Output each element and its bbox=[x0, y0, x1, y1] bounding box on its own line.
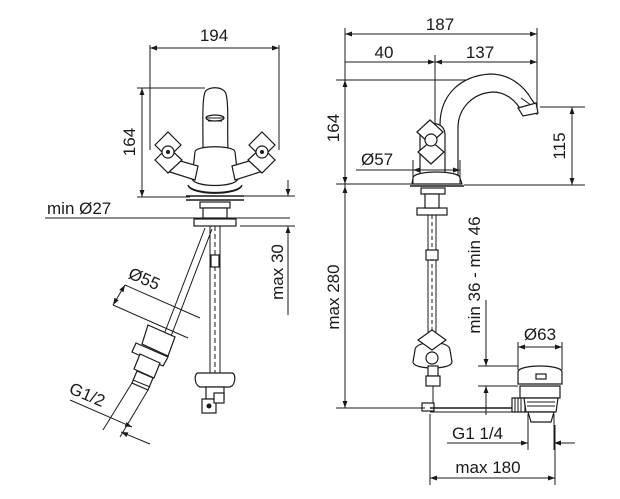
hole-diameter-label: min Ø27 bbox=[47, 199, 111, 218]
mounting-assembly-front bbox=[193, 201, 237, 414]
dimension-connection-thread: G1/2 bbox=[66, 379, 151, 445]
dimension-waste-diameter: Ø63 bbox=[517, 325, 563, 370]
dimension-waste-thread: G1 1/4 bbox=[447, 414, 575, 450]
faucet-body-front bbox=[154, 87, 276, 201]
front-view: 194 164 bbox=[45, 26, 295, 445]
front-height-label: 164 bbox=[120, 128, 139, 156]
hose-diameter-label: Ø55 bbox=[126, 264, 163, 294]
dimension-rod-reach: max 180 bbox=[429, 414, 556, 485]
waste-diameter-label: Ø63 bbox=[524, 325, 556, 344]
dimension-spout-height: 115 bbox=[464, 106, 585, 186]
side-height-label: 164 bbox=[324, 114, 343, 142]
base-diameter-label: Ø57 bbox=[361, 150, 393, 169]
dimension-base-diameter: Ø57 bbox=[356, 150, 461, 184]
drain-range-label: min 36 - min 46 bbox=[465, 216, 484, 333]
handle-offset-label: 40 bbox=[375, 43, 394, 62]
dimension-drain-range: min 36 - min 46 bbox=[465, 216, 518, 415]
rod-reach-label: max 180 bbox=[455, 458, 520, 477]
dimension-max-30: max 30 bbox=[240, 180, 295, 315]
dimension-width-194: 194 bbox=[149, 26, 280, 150]
waste-thread-label: G1 1/4 bbox=[452, 424, 503, 443]
pop-up-rod-assembly bbox=[412, 187, 563, 423]
faucet-body-side bbox=[410, 73, 539, 187]
dimension-height-164-side: 164 bbox=[324, 79, 470, 185]
spout-height-label: 115 bbox=[550, 132, 569, 159]
rod-length-label: max 280 bbox=[324, 264, 343, 329]
width-label: 194 bbox=[200, 26, 228, 45]
dimension-handle-and-reach: 40 137 bbox=[345, 43, 537, 130]
dimension-height-164-front: 164 bbox=[120, 87, 205, 198]
spout-reach-label: 137 bbox=[466, 43, 494, 62]
connection-thread-label: G1/2 bbox=[66, 379, 107, 411]
flexible-hose bbox=[131, 227, 213, 391]
side-view: 187 40 137 164 bbox=[324, 15, 585, 485]
dimension-hole-diameter: min Ø27 bbox=[45, 199, 290, 219]
dimension-rod-length: max 280 bbox=[324, 186, 425, 409]
max-30-label: max 30 bbox=[268, 244, 287, 300]
total-depth-label: 187 bbox=[426, 15, 454, 34]
